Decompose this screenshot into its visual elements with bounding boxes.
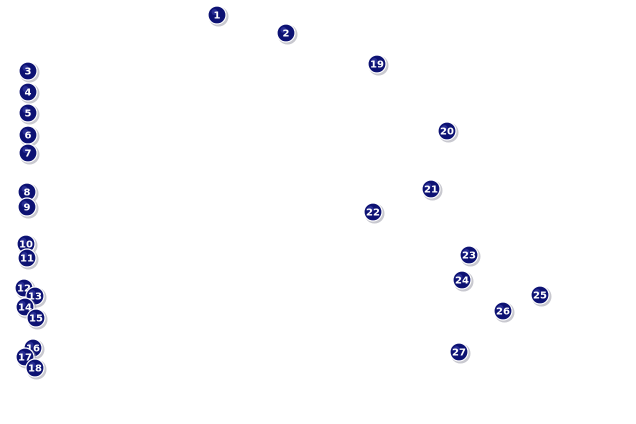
marker-highlight: [453, 346, 460, 352]
marker-highlight: [441, 125, 448, 131]
marker-highlight: [463, 249, 470, 255]
marker-highlight: [280, 27, 287, 33]
marker-7[interactable]: 7: [18, 143, 40, 165]
marker-label: 24: [455, 276, 469, 287]
marker-label: 15: [29, 314, 43, 325]
marker-label: 8: [24, 188, 31, 199]
marker-3[interactable]: 3: [18, 61, 40, 83]
marker-label: 10: [19, 240, 33, 251]
marker-label: 23: [462, 251, 476, 262]
marker-highlight: [456, 274, 463, 280]
marker-highlight: [21, 252, 28, 258]
marker-label: 2: [283, 29, 290, 40]
marker-label: 26: [496, 307, 510, 318]
marker-highlight: [22, 147, 29, 153]
marker-label: 20: [440, 127, 454, 138]
marker-label: 25: [533, 291, 547, 302]
marker-label: 18: [28, 364, 42, 375]
marker-23[interactable]: 23: [459, 245, 481, 267]
marker-label: 14: [18, 303, 32, 314]
marker-1[interactable]: 1: [207, 5, 229, 27]
marker-label: 11: [20, 254, 34, 265]
marker-label: 21: [424, 185, 438, 196]
marker-label: 27: [452, 348, 466, 359]
marker-highlight: [22, 107, 29, 113]
marker-highlight: [21, 186, 28, 192]
marker-label: 1: [214, 11, 221, 22]
marker-highlight: [30, 312, 37, 318]
marker-highlight: [20, 238, 27, 244]
marker-highlight: [367, 206, 374, 212]
marker-highlight: [497, 305, 504, 311]
marker-label: 4: [25, 88, 32, 99]
marker-label: 19: [370, 60, 384, 71]
marker-label: 22: [366, 208, 380, 219]
marker-label: 16: [26, 344, 40, 355]
marker-highlight: [22, 86, 29, 92]
marker-highlight: [534, 289, 541, 295]
marker-highlight: [19, 301, 26, 307]
marker-15[interactable]: 15: [26, 308, 48, 330]
marker-highlight: [18, 282, 25, 288]
marker-21[interactable]: 21: [421, 179, 443, 201]
marker-26[interactable]: 26: [493, 301, 515, 323]
marker-20[interactable]: 20: [437, 121, 459, 143]
marker-9[interactable]: 9: [17, 197, 39, 219]
marker-highlight: [29, 362, 36, 368]
marker-highlight: [21, 201, 28, 207]
marker-label: 13: [28, 292, 42, 303]
marker-11[interactable]: 11: [17, 248, 39, 270]
marker-24[interactable]: 24: [452, 270, 474, 292]
marker-label: 5: [25, 109, 32, 120]
marker-highlight: [22, 129, 29, 135]
marker-label: 6: [25, 131, 32, 142]
marker-4[interactable]: 4: [18, 82, 40, 104]
marker-22[interactable]: 22: [363, 202, 385, 224]
marker-5[interactable]: 5: [18, 103, 40, 125]
marker-25[interactable]: 25: [530, 285, 552, 307]
marker-19[interactable]: 19: [367, 54, 389, 76]
marker-highlight: [371, 58, 378, 64]
marker-highlight: [27, 342, 34, 348]
marker-label: 17: [18, 353, 32, 364]
marker-27[interactable]: 27: [449, 342, 471, 364]
marker-highlight: [19, 351, 26, 357]
marker-label: 9: [24, 203, 31, 214]
marker-highlight: [425, 183, 432, 189]
marker-label: 12: [17, 284, 31, 295]
marker-2[interactable]: 2: [276, 23, 298, 45]
marker-highlight: [29, 290, 36, 296]
marker-highlight: [22, 65, 29, 71]
markers-layer: 1234567891011121314151617181920212223242…: [14, 5, 552, 380]
marker-highlight: [211, 9, 218, 15]
marker-18[interactable]: 18: [25, 358, 47, 380]
marker-label: 7: [25, 149, 32, 160]
marker-label: 3: [25, 67, 32, 78]
